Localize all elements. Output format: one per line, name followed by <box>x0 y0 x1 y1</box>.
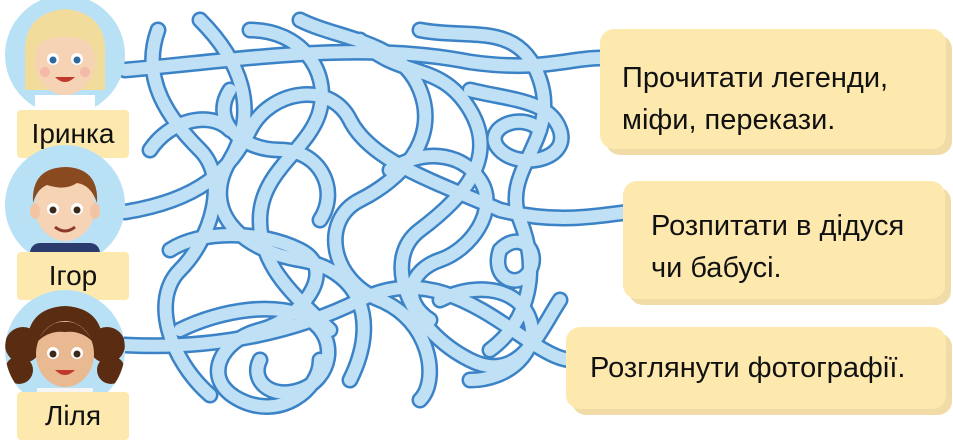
girl-blonde-face-icon <box>5 0 125 115</box>
task-text-line2: чи бабусі. <box>651 247 945 289</box>
maze-rope <box>498 242 533 281</box>
task-text-line1: Розпитати в дідуся <box>651 205 945 247</box>
name-tag-lilia: Ліля <box>17 392 129 440</box>
task-card-grandparents: Розпитати в дідуся чи бабусі. <box>623 181 945 299</box>
task-text-line1: Прочитати легенди, <box>622 57 946 99</box>
avatar-iryna <box>5 0 125 115</box>
boy-face-icon <box>5 145 125 265</box>
task-card-legends: Прочитати легенди, міфи, перекази. <box>600 29 946 149</box>
task-card-photos: Розглянути фотографії. <box>566 327 946 409</box>
task-text-line2: міфи, перекази. <box>622 99 946 141</box>
task-text-line1: Розглянути фотографії. <box>590 347 946 389</box>
avatar-ihor <box>5 145 125 265</box>
